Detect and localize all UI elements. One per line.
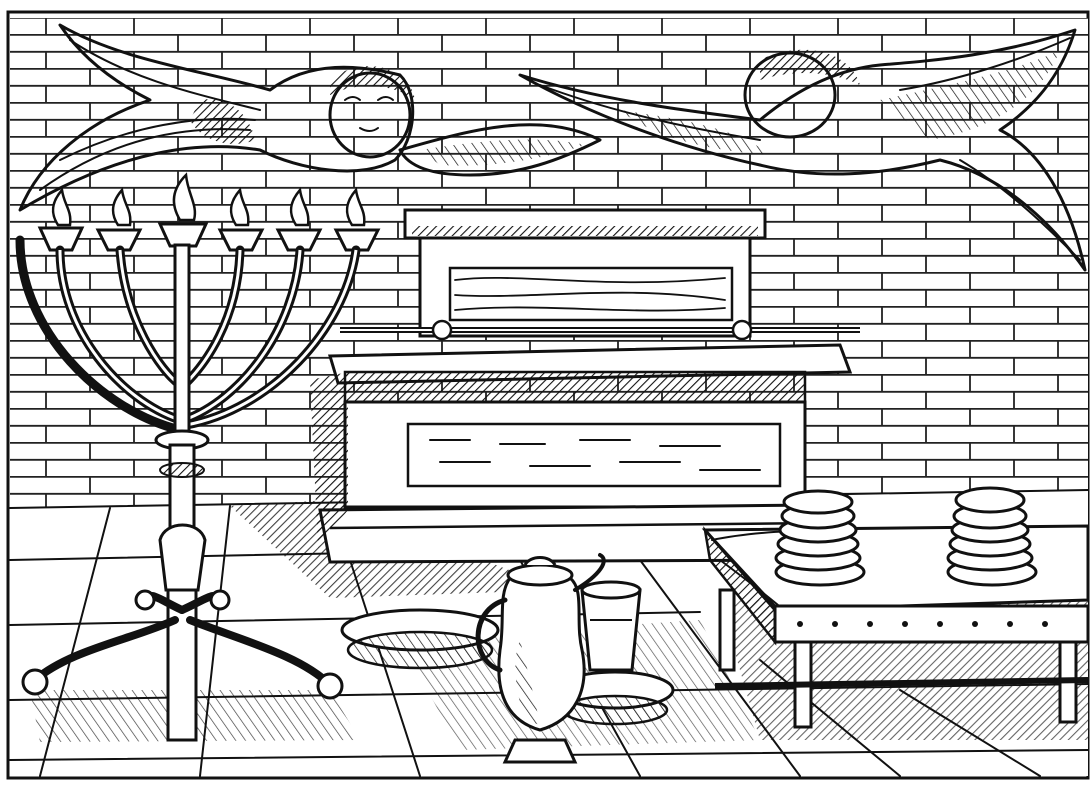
altar-table [310, 343, 853, 564]
showbread-loaves [774, 486, 1038, 587]
bowls [340, 608, 675, 726]
cup [580, 580, 642, 672]
pitcher [475, 553, 606, 764]
cherub-right [518, 28, 1087, 272]
menorah [15, 172, 381, 742]
menorah-flames [51, 172, 366, 227]
altar-panel [406, 422, 782, 488]
table-ornament [797, 621, 1048, 627]
cherub-left [18, 23, 602, 212]
ark-of-covenant [340, 208, 860, 341]
